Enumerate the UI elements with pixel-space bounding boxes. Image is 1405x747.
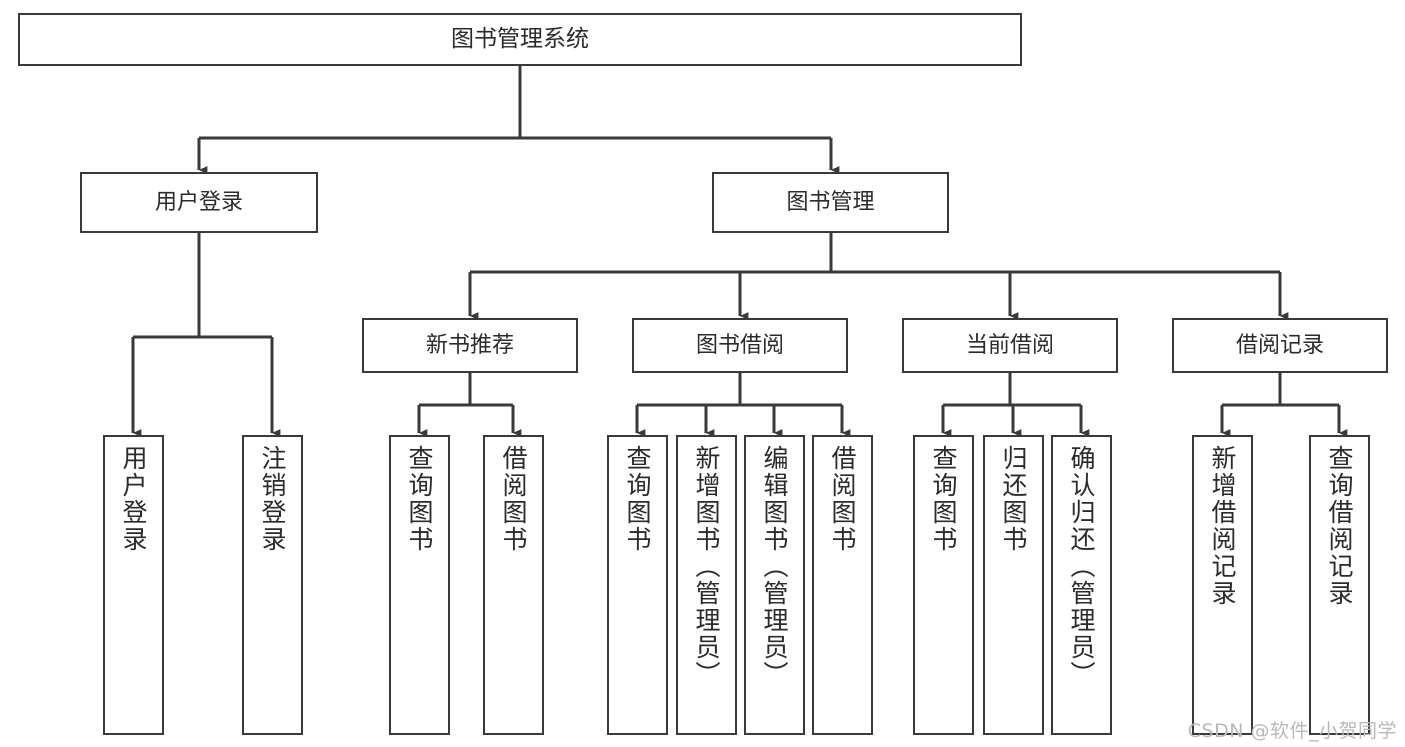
leaf-query-book-borrow[interactable]: 查询图书 <box>607 435 668 735</box>
node-current-borrow[interactable]: 当前借阅 <box>902 318 1118 373</box>
node-new-book-recommend[interactable]: 新书推荐 <box>362 318 578 373</box>
leaf-query-borrow-record[interactable]: 查询借阅记录 <box>1309 435 1370 735</box>
leaf-user-login-label: 用户登录 <box>119 445 148 553</box>
leaf-add-borrow-record[interactable]: 新增借阅记录 <box>1192 435 1253 735</box>
node-user-login[interactable]: 用户登录 <box>80 172 318 233</box>
leaf-query-book-borrow-label: 查询图书 <box>623 445 652 553</box>
leaf-logout[interactable]: 注销登录 <box>242 435 303 735</box>
node-new-book-recommend-label: 新书推荐 <box>425 332 514 358</box>
leaf-query-book-recommend[interactable]: 查询图书 <box>389 435 450 735</box>
leaf-return-book[interactable]: 归还图书 <box>983 435 1044 735</box>
leaf-borrow-book-recommend[interactable]: 借阅图书 <box>483 435 544 735</box>
leaf-query-book-recommend-label: 查询图书 <box>405 445 434 553</box>
node-borrow-record[interactable]: 借阅记录 <box>1172 318 1388 373</box>
leaf-query-book-current[interactable]: 查询图书 <box>913 435 974 735</box>
node-book-borrow[interactable]: 图书借阅 <box>632 318 848 373</box>
leaf-confirm-return-admin-label: 确认归还（管理员） <box>1067 445 1096 688</box>
leaf-logout-label: 注销登录 <box>258 445 287 553</box>
leaf-add-book-admin-label: 新增图书（管理员） <box>692 445 721 688</box>
node-book-manage[interactable]: 图书管理 <box>712 172 949 233</box>
node-book-borrow-label: 图书借阅 <box>695 332 784 358</box>
leaf-query-book-current-label: 查询图书 <box>929 445 958 553</box>
node-book-manage-label: 图书管理 <box>786 189 875 215</box>
leaf-add-book-admin[interactable]: 新增图书（管理员） <box>676 435 737 735</box>
leaf-query-borrow-record-label: 查询借阅记录 <box>1325 445 1354 607</box>
node-user-login-label: 用户登录 <box>154 189 243 215</box>
node-borrow-record-label: 借阅记录 <box>1235 332 1324 358</box>
csdn-watermark: CSDN @软件_小贺同学 <box>1187 720 1397 742</box>
node-current-borrow-label: 当前借阅 <box>965 332 1054 358</box>
leaf-add-borrow-record-label: 新增借阅记录 <box>1208 445 1237 607</box>
leaf-edit-book-admin[interactable]: 编辑图书（管理员） <box>744 435 805 735</box>
node-root-label: 图书管理系统 <box>451 26 589 52</box>
leaf-borrow-book-label: 借阅图书 <box>828 445 857 553</box>
leaf-return-book-label: 归还图书 <box>999 445 1028 553</box>
leaf-borrow-book[interactable]: 借阅图书 <box>812 435 873 735</box>
leaf-edit-book-admin-label: 编辑图书（管理员） <box>760 445 789 688</box>
node-root-title[interactable]: 图书管理系统 <box>18 13 1022 66</box>
leaf-borrow-book-recommend-label: 借阅图书 <box>499 445 528 553</box>
leaf-confirm-return-admin[interactable]: 确认归还（管理员） <box>1051 435 1112 735</box>
leaf-user-login[interactable]: 用户登录 <box>103 435 164 735</box>
